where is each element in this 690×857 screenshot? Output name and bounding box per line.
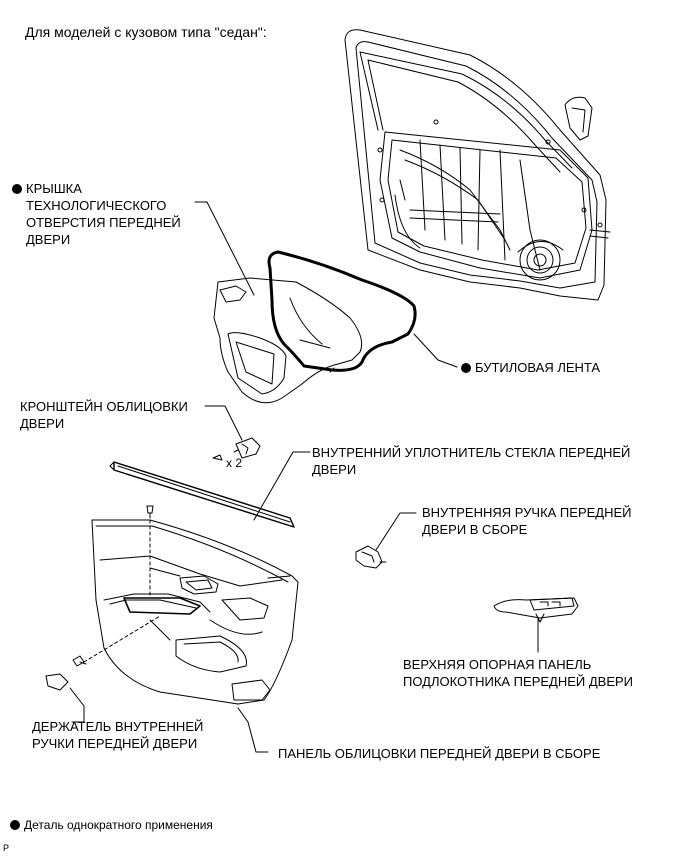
single-use-dot-icon bbox=[461, 363, 471, 373]
corner-mark: P bbox=[3, 843, 10, 853]
butyl-tape-illustration bbox=[267, 250, 417, 372]
label-bracket-line1: КРОНШТЕЙН ОБЛИЦОВКИ bbox=[20, 399, 188, 414]
door-trim-bracket-illustration bbox=[212, 437, 261, 461]
label-handle-bezel-line2: РУЧКИ ПЕРЕДНЕЙ ДВЕРИ bbox=[32, 736, 198, 751]
label-access-cover-line2: ТЕХНОЛОГИЧЕСКОГО bbox=[26, 198, 167, 213]
label-access-cover-line4: ДВЕРИ bbox=[26, 232, 71, 247]
label-armrest: ВЕРХНЯЯ ОПОРНАЯ ПАНЕЛЬ ПОДЛОКОТНИКА ПЕРЕ… bbox=[403, 656, 633, 690]
label-handle-bezel-line1: ДЕРЖАТЕЛЬ ВНУТРЕННЕЙ bbox=[32, 719, 204, 734]
label-weatherstrip: ВНУТРЕННИЙ УПЛОТНИТЕЛЬ СТЕКЛА ПЕРЕДНЕЙ Д… bbox=[312, 444, 630, 478]
label-armrest-line2: ПОДЛОКОТНИКА ПЕРЕДНЕЙ ДВЕРИ bbox=[403, 674, 634, 689]
label-butyl-tape: БУТИЛОВАЯ ЛЕНТА bbox=[461, 359, 600, 376]
label-weatherstrip-line1: ВНУТРЕННИЙ УПЛОТНИТЕЛЬ СТЕКЛА ПЕРЕДНЕЙ bbox=[312, 445, 631, 460]
single-use-dot-icon bbox=[12, 184, 22, 194]
service-hole-cover-illustration bbox=[213, 277, 363, 404]
legend-text: Деталь однократного применения bbox=[24, 818, 213, 832]
legend: Деталь однократного применения bbox=[10, 817, 213, 834]
label-butyl-tape-text: БУТИЛОВАЯ ЛЕНТА bbox=[475, 360, 601, 375]
door-trim-board-illustration bbox=[91, 519, 299, 705]
label-trim-board: ПАНЕЛЬ ОБЛИЦОВКИ ПЕРЕДНЕЙ ДВЕРИ В СБОРЕ bbox=[278, 746, 601, 761]
page-title: Для моделей с кузовом типа "седан": bbox=[25, 24, 267, 40]
alignment-dashes bbox=[83, 519, 161, 663]
label-bracket-line2: ДВЕРИ bbox=[20, 416, 65, 431]
label-handle-bezel: ДЕРЖАТЕЛЬ ВНУТРЕННЕЙ РУЧКИ ПЕРЕДНЕЙ ДВЕР… bbox=[32, 718, 203, 752]
label-weatherstrip-line2: ДВЕРИ bbox=[312, 462, 357, 477]
inside-handle-illustration bbox=[355, 545, 387, 569]
clip-illustration bbox=[72, 655, 87, 667]
label-access-cover-line3: ОТВЕРСТИЯ ПЕРЕДНЕЙ bbox=[26, 215, 181, 230]
legend-dot-icon bbox=[10, 820, 20, 830]
label-inside-handle-line2: ДВЕРИ В СБОРЕ bbox=[422, 522, 528, 537]
door-frame-illustration bbox=[344, 29, 611, 301]
label-inside-handle-line1: ВНУТРЕННЯЯ РУЧКА ПЕРЕДНЕЙ bbox=[422, 505, 632, 520]
label-bracket: КРОНШТЕЙН ОБЛИЦОВКИ ДВЕРИ bbox=[20, 398, 188, 432]
label-inside-handle: ВНУТРЕННЯЯ РУЧКА ПЕРЕДНЕЙ ДВЕРИ В СБОРЕ bbox=[422, 504, 632, 538]
label-access-cover: КРЫШКА ТЕХНОЛОГИЧЕСКОГО ОТВЕРСТИЯ ПЕРЕДН… bbox=[12, 180, 181, 248]
armrest-panel-illustration bbox=[493, 597, 579, 623]
screw-illustration bbox=[146, 505, 154, 519]
handle-bezel-illustration bbox=[45, 673, 69, 691]
label-quantity: x 2 bbox=[226, 456, 243, 470]
label-access-cover-line1: КРЫШКА bbox=[26, 181, 82, 196]
glass-weatherstrip-illustration bbox=[109, 461, 295, 528]
label-armrest-line1: ВЕРХНЯЯ ОПОРНАЯ ПАНЕЛЬ bbox=[403, 657, 592, 672]
leader-lines bbox=[69, 201, 539, 753]
